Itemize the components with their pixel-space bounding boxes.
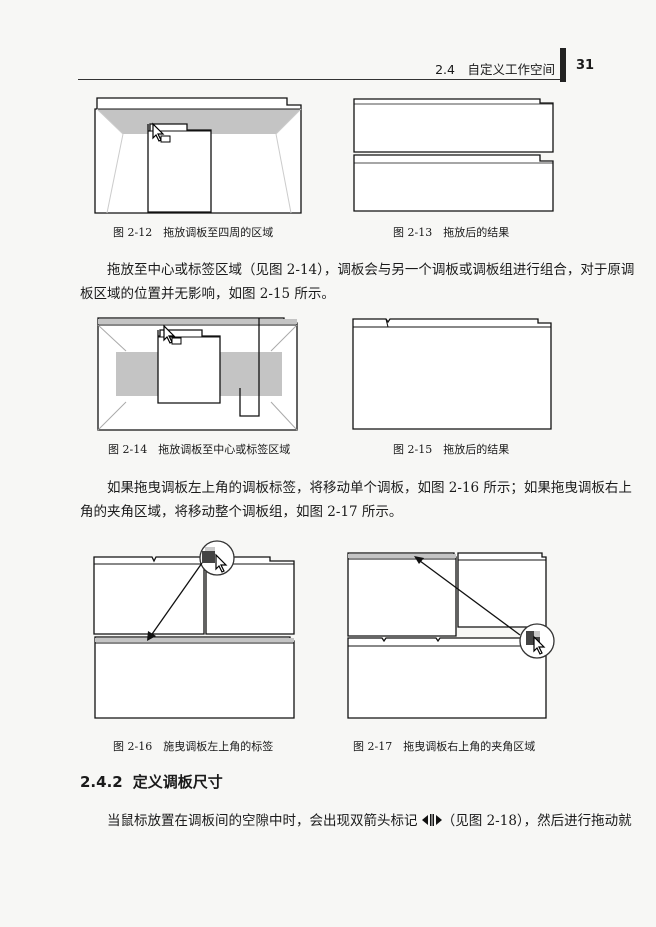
cursor-icon [215,553,228,573]
caption-2-14: 图 2-14 拖放调板至中心或标签区域 [108,443,291,456]
figure-2-14 [96,316,302,432]
figure-2-12 [93,96,303,214]
paragraph-1: 拖放至中心或标签区域（见图 2-14），调板会与另一个调板或调板组进行组合，对于… [80,258,635,306]
paragraph-2-line-2: 角的夹角区域，将移动整个调板组，如图 2-17 所示。 [80,504,403,520]
double-arrow-resize-icon [421,810,442,834]
paragraph-1-line-1: 拖放至中心或标签区域（见图 2-14），调板会与另一个调板或调板组进行组合，对于… [107,262,635,278]
paragraph-3-after-icon: （见图 2-18），然后进行拖动就 [441,813,632,829]
figure-2-15 [350,316,556,432]
caption-2-17: 图 2-17 拖曳调板右上角的夹角区域 [353,740,536,753]
paragraph-2-line-1: 如果拖曳调板左上角的调板标签，将移动单个调板，如图 2-16 所示；如果拖曳调板… [107,480,632,496]
section-title: 定义调板尺寸 [132,773,223,791]
figure-2-17 [344,545,560,723]
caption-2-16: 图 2-16 施曳调板左上角的标签 [113,740,274,753]
cursor-icon [152,122,171,143]
cursor-icon [163,324,182,345]
caption-2-13: 图 2-13 拖放后的结果 [393,226,510,239]
paragraph-3-before-icon: 当鼠标放置在调板间的空隙中时，会出现双箭头标记 [107,813,418,829]
cursor-icon [533,635,546,655]
paragraph-3: 当鼠标放置在调板间的空隙中时，会出现双箭头标记 （见图 2-18），然后进行拖动… [80,809,632,834]
running-header-section: 2.4 自定义工作空间 [435,62,555,77]
caption-2-15: 图 2-15 拖放后的结果 [393,443,510,456]
header-rule [78,79,565,80]
paragraph-1-line-2: 板区域的位置并无影响，如图 2-15 所示。 [80,286,335,302]
page-number: 31 [576,58,595,73]
caption-2-12: 图 2-12 拖放调板至四周的区域 [113,226,274,239]
section-heading: 2.4.2 定义调板尺寸 [80,771,223,792]
paragraph-3-line-1: 当鼠标放置在调板间的空隙中时，会出现双箭头标记 （见图 2-18），然后进行拖动… [80,809,632,834]
paragraph-2: 如果拖曳调板左上角的调板标签，将移动单个调板，如图 2-16 所示；如果拖曳调板… [80,476,632,524]
header-bar [560,48,566,82]
figure-2-13 [352,97,558,215]
figure-2-16 [92,535,302,721]
section-number: 2.4.2 [80,773,123,791]
